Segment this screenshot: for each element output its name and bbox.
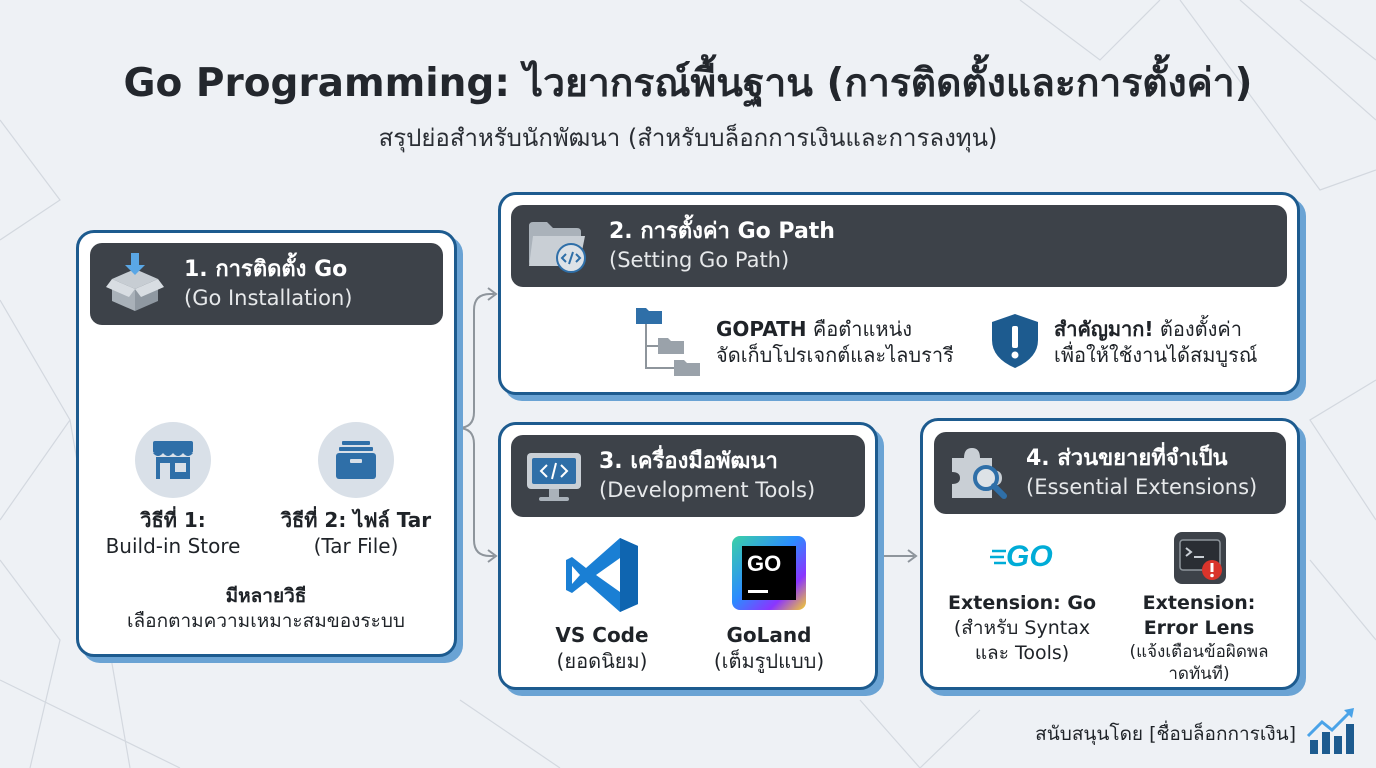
- ext-go-desc-line1: (สำหรับ Syntax: [953, 617, 1091, 639]
- tools-title: 3. เครื่องมือพัฒนา: [599, 449, 778, 474]
- box-download-icon: [106, 253, 164, 311]
- folder-tree-icon: [636, 308, 700, 376]
- ext-errorlens-desc-line2: าดทันที): [1168, 664, 1230, 684]
- go-logo-text: GO: [1006, 540, 1053, 573]
- method1-desc: Build-in Store: [105, 534, 241, 558]
- folder-code-icon: [529, 222, 586, 273]
- gopath-subtitle: (Setting Go Path): [609, 248, 790, 272]
- archive-box-icon: [336, 441, 376, 479]
- tools-subtitle: (Development Tools): [599, 478, 816, 502]
- important-label: สำคัญมาก!: [1054, 317, 1154, 341]
- store-icon: [153, 441, 193, 479]
- extensions-subtitle: (Essential Extensions): [1026, 475, 1258, 499]
- ext-errorlens-name-line2: Error Lens: [1143, 617, 1255, 639]
- puzzle-search-icon: [952, 448, 1007, 499]
- goland-desc: (เต็มรูปแบบ): [713, 649, 825, 673]
- ext-errorlens-desc-line1: (แจ้งเตือนข้อผิดพล: [1129, 642, 1269, 662]
- gopath-line2: จัดเก็บโปรเจกต์และไลบรารี: [716, 343, 954, 367]
- method2-title: วิธีที่ 2: ไฟล์ Tar: [280, 508, 432, 532]
- install-note-desc: เลือกตามความเหมาะสมของระบบ: [127, 610, 405, 632]
- ext-go-name: Extension: Go: [948, 592, 1096, 614]
- vscode-logo-icon: [566, 538, 638, 612]
- gopath-definition: GOPATH คือตำแหน่ง จัดเก็บโปรเจกต์และไลบร…: [716, 316, 954, 368]
- ext-errorlens-name-line1: Extension:: [1142, 592, 1256, 614]
- goland-name: GoLand: [726, 623, 812, 647]
- vscode-name: VS Code: [555, 623, 649, 647]
- installation-header: 1. การติดตั้ง Go (Go Installation): [90, 243, 443, 325]
- monitor-code-icon: [527, 453, 581, 501]
- important-text: ต้องตั้งค่า: [1153, 317, 1243, 341]
- ext-go-desc-line2: และ Tools): [974, 642, 1070, 664]
- archive-icon-circle: [318, 422, 394, 498]
- tools-header: 3. เครื่องมือพัฒนา (Development Tools): [511, 435, 865, 517]
- shield-alert-icon: [992, 314, 1038, 368]
- store-icon-circle: [135, 422, 211, 498]
- extensions-panel: 4. ส่วนขยายที่จำเป็น (Essential Extensio…: [920, 418, 1300, 690]
- gopath-header: 2. การตั้งค่า Go Path (Setting Go Path): [511, 205, 1287, 287]
- extensions-title: 4. ส่วนขยายที่จำเป็น: [1026, 446, 1228, 471]
- installation-title: 1. การติดตั้ง Go: [184, 257, 348, 282]
- method2-desc: (Tar File): [313, 534, 399, 558]
- install-note-title: มีหลายวิธี: [225, 585, 307, 607]
- gopath-important: สำคัญมาก! ต้องตั้งค่า เพื่อให้ใช้งานได้ส…: [1054, 316, 1257, 368]
- tools-panel: 3. เครื่องมือพัฒนา (Development Tools): [498, 422, 878, 690]
- extensions-header: 4. ส่วนขยายที่จำเป็น (Essential Extensio…: [934, 432, 1286, 514]
- sponsor-text: สนับสนุนโดย [ชื่อบล็อกการเงิน]: [1035, 723, 1296, 745]
- method1-title: วิธีที่ 1:: [140, 508, 206, 532]
- gopath-panel: 2. การตั้งค่า Go Path (Setting Go Path): [498, 192, 1300, 395]
- go-logo-icon: GO: [990, 540, 1060, 574]
- page-subtitle: สรุปย่อสำหรับนักพัฒนา (สำหรับบล็อกการเงิ…: [378, 124, 998, 152]
- installation-subtitle: (Go Installation): [184, 286, 353, 310]
- goland-logo-icon: GO: [732, 536, 806, 610]
- gopath-line1: คือตำแหน่ง: [806, 317, 913, 341]
- goland-logo-text: GO: [747, 551, 782, 576]
- error-lens-icon: [1174, 532, 1226, 584]
- gopath-keyword: GOPATH: [716, 317, 807, 341]
- important-line2: เพื่อให้ใช้งานได้สมบูรณ์: [1054, 343, 1258, 367]
- growth-chart-icon: [1306, 708, 1354, 754]
- vscode-desc: (ยอดนิยม): [556, 649, 648, 673]
- gopath-title: 2. การตั้งค่า Go Path: [609, 219, 835, 244]
- page-title: Go Programming: ไวยากรณ์พื้นฐาน (การติดต…: [123, 61, 1253, 106]
